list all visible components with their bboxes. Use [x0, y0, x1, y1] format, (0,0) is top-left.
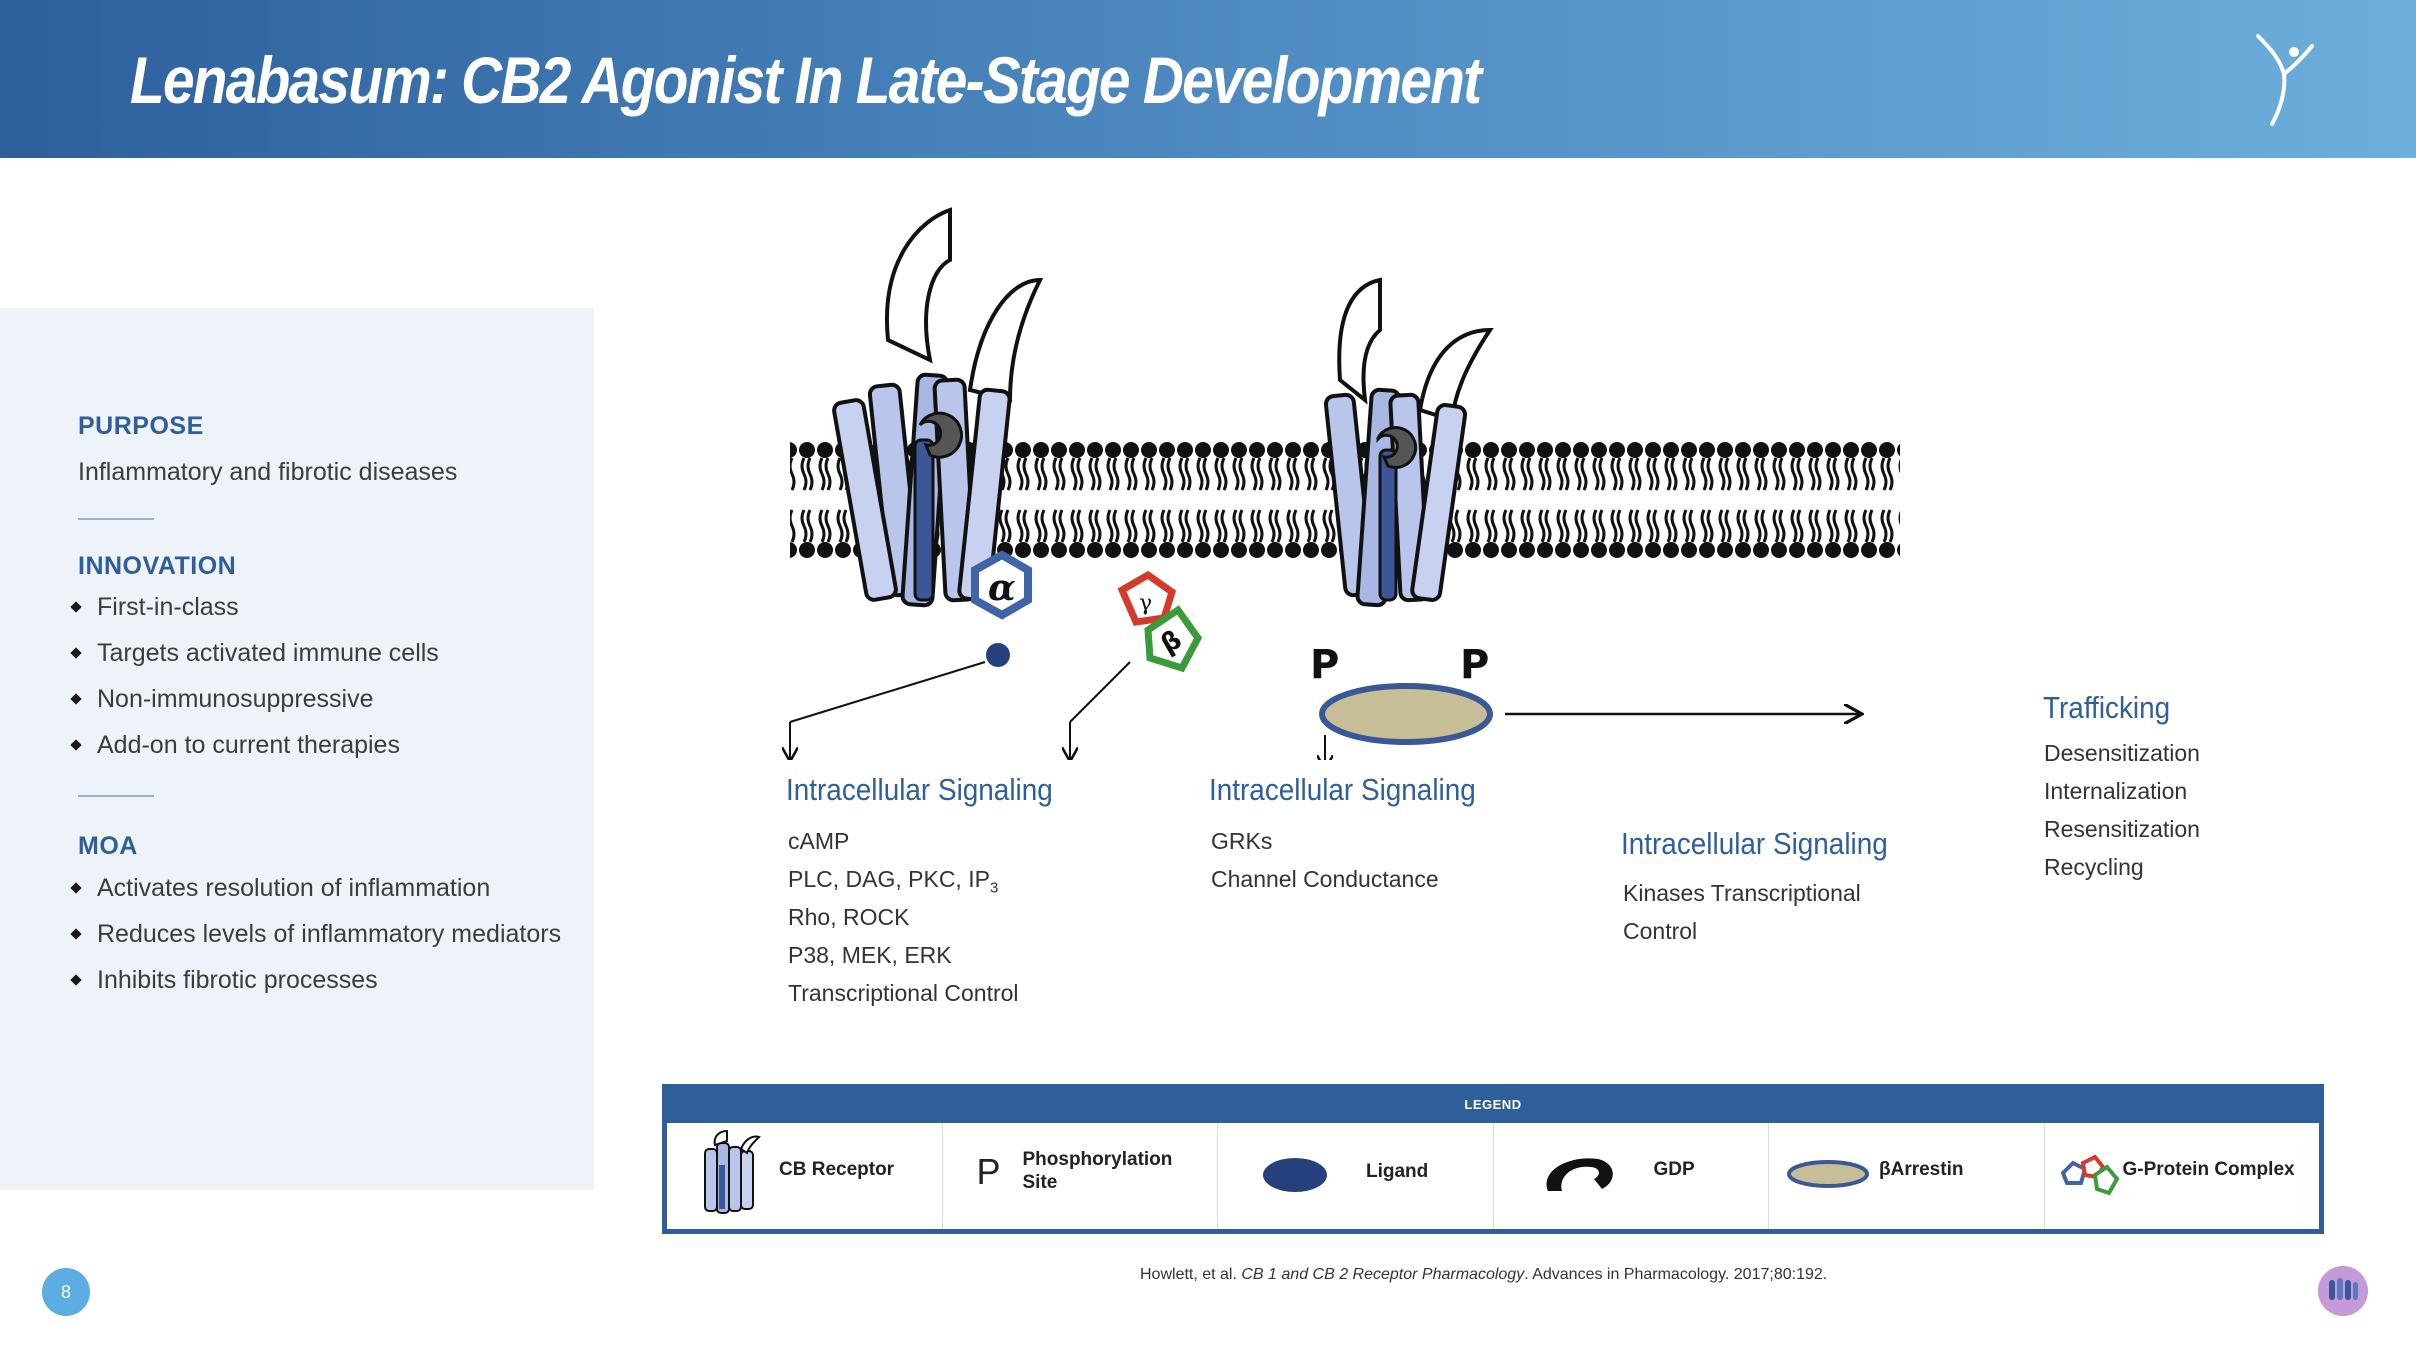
list-item: Reduces levels of inflammatory mediators — [70, 911, 561, 957]
legend-item-gdp: GDP — [1494, 1123, 1769, 1229]
list-item: Rho, ROCK — [788, 904, 910, 930]
signal-1-list: cAMP PLC, DAG, PKC, IP3 Rho, ROCK P38, M… — [788, 822, 1019, 1012]
beta-gamma-subunit: γ β — [1117, 570, 1203, 673]
list-item: GRKs — [1211, 828, 1273, 854]
list-item: Transcriptional Control — [788, 980, 1019, 1006]
barrestin-icon — [1787, 1160, 1869, 1188]
g-protein-complex-icon — [2060, 1154, 2119, 1196]
legend-item-ligand: Ligand — [1218, 1123, 1494, 1229]
header-banner: Lenabasum: CB2 Agonist In Late-Stage Dev… — [0, 0, 2416, 158]
legend: LEGEND CB Receptor P Phosphorylation Sit… — [662, 1084, 2324, 1234]
legend-gdp-label: GDP — [1653, 1159, 1695, 1180]
barrestin-shape — [1319, 683, 1493, 745]
company-logo-icon — [2256, 34, 2314, 126]
signal-1-title: Intracellular Signaling — [786, 772, 1053, 807]
legend-title: LEGEND — [1464, 1097, 1522, 1112]
legend-items: CB Receptor P Phosphorylation Site Ligan… — [667, 1123, 2319, 1229]
receptor-badge-icon — [2318, 1266, 2368, 1316]
innovation-heading: INNOVATION — [78, 552, 237, 580]
legend-phospho-symbol: P — [976, 1151, 1001, 1192]
trafficking-title: Trafficking — [2043, 690, 2171, 725]
purpose-text: Inflammatory and fibrotic diseases — [78, 458, 458, 486]
legend-item-cb-receptor: CB Receptor — [667, 1123, 943, 1229]
list-item: Recycling — [2044, 854, 2144, 880]
list-item: Control — [1623, 918, 1698, 944]
receptor-signaling-diagram: α γ β P P — [780, 207, 1900, 760]
list-item: Internalization — [2044, 778, 2188, 804]
innovation-list: First-in-class Targets activated immune … — [70, 584, 439, 768]
page-title: Lenabasum: CB2 Agonist In Late-Stage Dev… — [130, 43, 1482, 117]
gdp-icon — [1546, 1158, 1613, 1191]
page-number: 8 — [42, 1268, 90, 1316]
cb-receptor-icon — [704, 1129, 761, 1214]
legend-item-barrestin: βArrestin — [1769, 1123, 2045, 1229]
divider — [78, 795, 154, 797]
divider — [78, 518, 154, 520]
info-panel: PURPOSE Inflammatory and fibrotic diseas… — [0, 308, 594, 1190]
ligand-icon — [1263, 1158, 1327, 1192]
list-item: PLC, DAG, PKC, IP3 — [788, 866, 999, 897]
list-item: Non-immunosuppressive — [70, 676, 439, 722]
purpose-heading: PURPOSE — [78, 412, 204, 440]
legend-barrestin-label: βArrestin — [1879, 1159, 1964, 1180]
cb-receptor-right — [1323, 277, 1494, 608]
signal-2-list: GRKs Channel Conductance — [1211, 822, 1439, 898]
signal-3-list: Kinases Transcriptional Control — [1623, 874, 1861, 950]
legend-gprotein-label: G-Protein Complex — [2122, 1159, 2295, 1180]
list-item: Inhibits fibrotic processes — [70, 957, 561, 1003]
legend-phospho-line2: Site — [1022, 1172, 1058, 1193]
list-item: Activates resolution of inflammation — [70, 865, 561, 911]
legend-cb-receptor-label: CB Receptor — [779, 1159, 895, 1180]
list-item: Targets activated immune cells — [70, 630, 439, 676]
list-item: Resensitization — [2044, 816, 2200, 842]
legend-phospho-line1: Phosphorylation — [1022, 1149, 1173, 1170]
list-item: P38, MEK, ERK — [788, 942, 952, 968]
moa-heading: MOA — [78, 832, 138, 860]
alpha-symbol: α — [988, 567, 1016, 609]
legend-header: LEGEND — [667, 1089, 2319, 1123]
signal-3-title: Intracellular Signaling — [1621, 826, 1888, 861]
list-item: Channel Conductance — [1211, 866, 1439, 892]
legend-item-gprotein: G-Protein Complex — [2045, 1123, 2320, 1229]
cb-receptor-left — [832, 207, 1044, 608]
list-item: Add-on to current therapies — [70, 722, 439, 768]
trafficking-list: Desensitization Internalization Resensit… — [2044, 734, 2200, 886]
list-item: First-in-class — [70, 584, 439, 630]
list-item: Kinases Transcriptional — [1623, 880, 1861, 906]
legend-item-phospho: P Phosphorylation Site — [943, 1123, 1218, 1229]
moa-list: Activates resolution of inflammation Red… — [70, 865, 561, 1003]
list-item: cAMP — [788, 828, 850, 854]
alpha-subunit: α — [971, 550, 1032, 667]
phospho-site-right: P — [1460, 642, 1489, 688]
signal-2-title: Intracellular Signaling — [1209, 772, 1476, 807]
list-item: Desensitization — [2044, 740, 2200, 766]
citation: Howlett, et al. CB 1 and CB 2 Receptor P… — [1140, 1266, 1828, 1283]
phospho-site-left: P — [1310, 642, 1339, 688]
legend-ligand-label: Ligand — [1366, 1161, 1429, 1182]
gamma-symbol: γ — [1139, 591, 1152, 616]
